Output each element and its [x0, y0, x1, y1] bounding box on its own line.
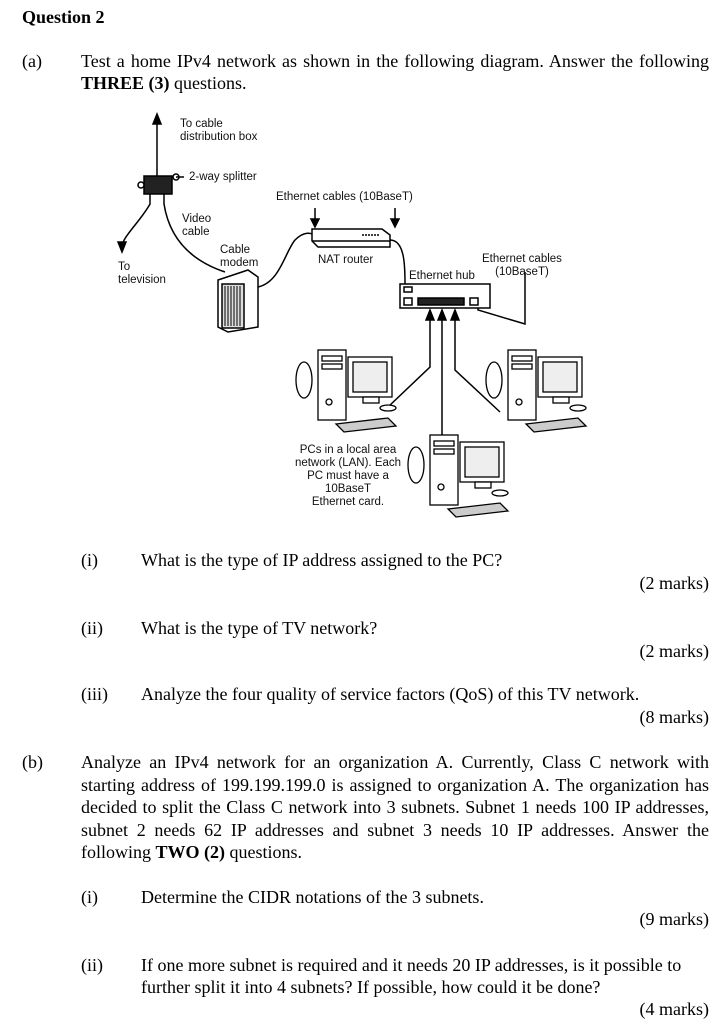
part-b-intro: Analyze an IPv4 network for an organizat… [81, 752, 709, 862]
label-pcs-lan: PCs in a local area network (LAN). Each … [294, 444, 402, 508]
question-b-ii-num: (ii) [81, 955, 103, 975]
label-splitter: 2-way splitter [189, 171, 257, 183]
question-a-i-marks: (2 marks) [639, 573, 709, 593]
question-a-iii-num: (iii) [81, 684, 108, 704]
question-b-i-num: (i) [81, 887, 98, 907]
question-b-ii-marks: (4 marks) [639, 999, 709, 1019]
question-a-i-num: (i) [81, 550, 98, 570]
question-title: Question 2 [22, 7, 105, 27]
label-ethernet-cables-top: Ethernet cables (10BaseT) [276, 191, 413, 203]
pc-bottom [407, 434, 510, 518]
question-a-iii-marks: (8 marks) [639, 707, 709, 727]
question-a-iii-text: Analyze the four quality of service fact… [141, 684, 640, 704]
label-ethernet-hub: Ethernet hub [409, 270, 475, 282]
pc-right [485, 349, 588, 433]
part-a-label: (a) [22, 51, 42, 71]
question-b-ii-text: If one more subnet is required and it ne… [141, 955, 682, 997]
pc-left [295, 349, 398, 433]
question-a-ii-text: What is the type of TV network? [141, 618, 378, 638]
network-diagram-drawing [116, 111, 588, 518]
question-b-i-marks: (9 marks) [639, 909, 709, 929]
part-b-label: (b) [22, 752, 43, 772]
question-b-i-text: Determine the CIDR notations of the 3 su… [141, 887, 484, 907]
question-a-ii-marks: (2 marks) [639, 641, 709, 661]
question-a-i-text: What is the type of IP address assigned … [141, 550, 503, 570]
part-a-intro: Test a home IPv4 network as shown in the… [81, 51, 709, 93]
question-a-ii-num: (ii) [81, 618, 103, 638]
label-nat-router: NAT router [318, 254, 374, 266]
label-ethernet-cables-right: Ethernet cables(10BaseT) [482, 253, 562, 278]
